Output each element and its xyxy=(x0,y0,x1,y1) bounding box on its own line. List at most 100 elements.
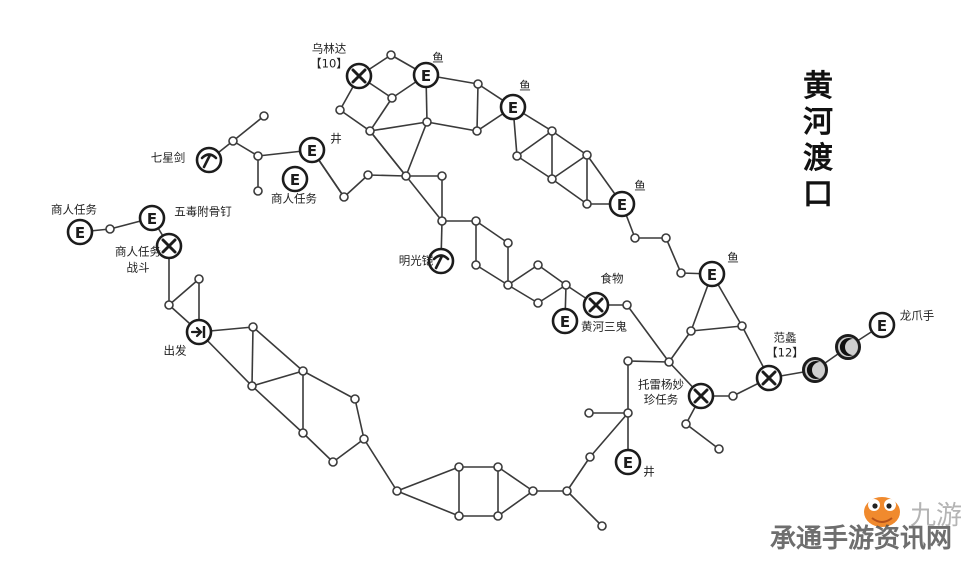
event-icon[interactable]: E xyxy=(551,307,579,335)
path-segment xyxy=(363,438,398,492)
waypoint-dot xyxy=(686,326,696,336)
path-segment xyxy=(302,370,356,400)
map-label-fish2: 鱼 xyxy=(519,79,531,93)
cross-circle-icon[interactable] xyxy=(687,382,715,410)
path-segment xyxy=(251,326,254,387)
waypoint-dot xyxy=(365,126,375,136)
path-segment xyxy=(665,237,682,274)
waypoint-dot xyxy=(335,105,345,115)
event-icon[interactable]: E xyxy=(412,61,440,89)
pickaxe-icon[interactable] xyxy=(195,146,223,174)
map-label-fanli: 范蠡 xyxy=(774,331,797,345)
path-segment xyxy=(497,490,534,517)
event-icon[interactable]: E xyxy=(698,260,726,288)
path-segment xyxy=(690,325,743,332)
waypoint-dot xyxy=(623,356,633,366)
path-segment xyxy=(626,304,670,363)
path-segment xyxy=(426,121,478,132)
waypoint-dot xyxy=(471,216,481,226)
svg-text:E: E xyxy=(75,224,85,242)
cross-circle-icon[interactable] xyxy=(582,291,610,319)
path-segment xyxy=(516,155,553,180)
moon-icon[interactable] xyxy=(835,334,861,360)
path-segment xyxy=(566,456,591,492)
waypoint-dot xyxy=(493,511,503,521)
event-icon[interactable]: E xyxy=(138,204,166,232)
waypoint-dot xyxy=(528,486,538,496)
event-icon[interactable]: E xyxy=(614,448,642,476)
waypoint-dot xyxy=(512,151,522,161)
waypoint-dot xyxy=(339,192,349,202)
map-labels: 乌林达【10】鱼鱼鱼鱼井七星剑商人任务商人任务五毒附骨钉商人任务战斗明光铠食物黄… xyxy=(51,42,934,479)
path-segment xyxy=(332,438,365,463)
path-segment xyxy=(537,284,567,304)
event-icon[interactable]: E xyxy=(608,190,636,218)
mascot-logo xyxy=(864,497,900,527)
watermark-brand: 九游 xyxy=(910,501,962,531)
event-icon[interactable]: E xyxy=(281,165,309,193)
path-segment xyxy=(369,121,428,132)
path-segment xyxy=(396,490,460,517)
path-segment xyxy=(685,423,720,450)
path-segment xyxy=(232,140,259,157)
waypoint-dot xyxy=(359,434,369,444)
cross-circle-icon[interactable] xyxy=(155,232,183,260)
map-waypoints xyxy=(105,50,747,531)
svg-text:E: E xyxy=(147,210,157,228)
map-label-tuolei-1: 托雷杨妙 xyxy=(638,378,684,392)
svg-text:E: E xyxy=(617,196,627,214)
event-icon[interactable]: E xyxy=(298,136,326,164)
path-segment xyxy=(507,284,539,304)
waypoint-dot xyxy=(164,300,174,310)
map-title: 黄 河 渡 口 xyxy=(803,69,834,212)
map-label-fish4: 鱼 xyxy=(727,251,739,265)
waypoint-dot xyxy=(298,366,308,376)
cross-circle-icon[interactable] xyxy=(345,62,373,90)
svg-text:E: E xyxy=(307,142,317,160)
event-icon[interactable]: E xyxy=(868,311,896,339)
map-label-fish1: 鱼 xyxy=(432,51,444,65)
moon-icon[interactable] xyxy=(802,357,828,383)
path-segment xyxy=(302,432,334,463)
watermark-site: 承通手游资讯网 xyxy=(770,524,952,554)
map-label-merchant-quest1: 商人任务 xyxy=(271,192,317,206)
svg-text:E: E xyxy=(421,67,431,85)
event-icon[interactable]: E xyxy=(66,218,94,246)
waypoint-dot xyxy=(728,391,738,401)
waypoint-dot xyxy=(533,298,543,308)
path-segment xyxy=(475,220,509,244)
path-segment xyxy=(369,97,393,132)
event-icon[interactable]: E xyxy=(499,93,527,121)
door-arrow-icon[interactable] xyxy=(185,318,213,346)
waypoint-dot xyxy=(228,136,238,146)
waypoint-dot xyxy=(623,408,633,418)
title-char-2: 河 xyxy=(803,105,833,140)
waypoint-dot xyxy=(194,274,204,284)
path-segment xyxy=(252,326,304,372)
waypoint-dot xyxy=(437,171,447,181)
title-char-3: 渡 xyxy=(803,141,834,176)
waypoint-dot xyxy=(471,260,481,270)
waypoint-dot xyxy=(454,462,464,472)
waypoint-dot xyxy=(681,419,691,429)
waypoint-dot xyxy=(253,151,263,161)
waypoint-dot xyxy=(533,260,543,270)
waypoint-dot xyxy=(562,486,572,496)
waypoint-dot xyxy=(259,111,269,121)
path-segment xyxy=(551,154,588,180)
pickaxe-icon[interactable] xyxy=(427,247,455,275)
map-label-merchant-quest2: 商人任务 xyxy=(51,203,97,217)
waypoint-dot xyxy=(597,521,607,531)
waypoint-dot xyxy=(105,224,115,234)
map-label-fanli-level: 【12】 xyxy=(766,346,804,360)
waypoint-dot xyxy=(714,444,724,454)
map-label-longzhao: 龙爪手 xyxy=(900,309,935,323)
map-label-fish3: 鱼 xyxy=(634,179,646,193)
path-segment xyxy=(367,174,407,177)
cross-circle-icon[interactable] xyxy=(755,364,783,392)
waypoint-dot xyxy=(247,381,257,391)
svg-text:E: E xyxy=(508,99,518,117)
path-segment xyxy=(537,264,567,286)
waypoint-dot xyxy=(584,408,594,418)
